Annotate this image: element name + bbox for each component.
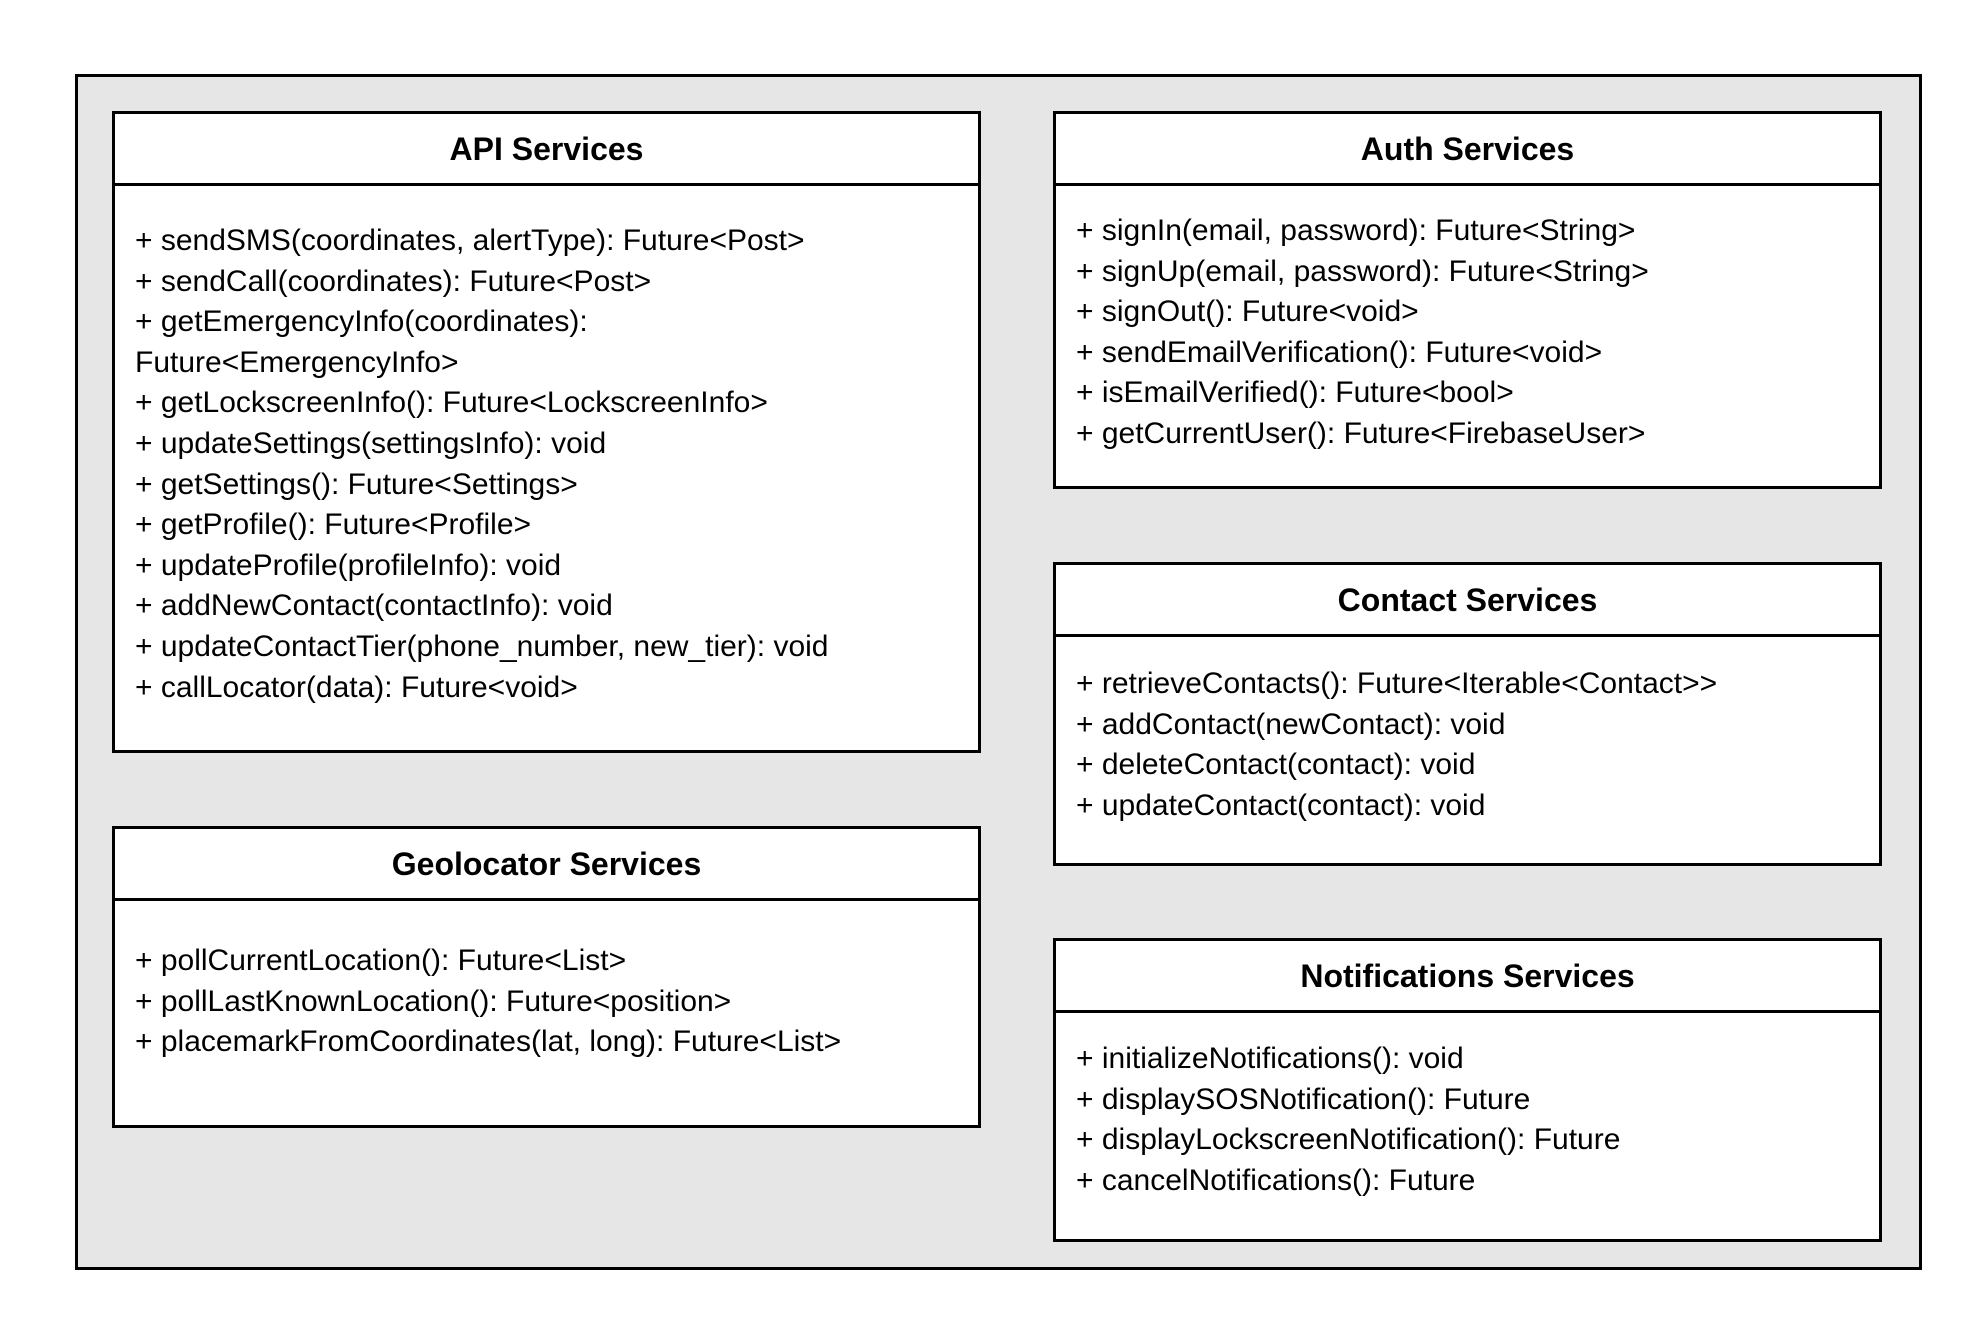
method-line: + sendCall(coordinates): Future<Post> [135,264,652,298]
method-line: + updateContact(contact): void [1076,788,1486,822]
method-line: + isEmailVerified(): Future<bool> [1076,376,1514,410]
contact-services-methods: + retrieveContacts(): Future<Iterable<Co… [1056,637,1879,826]
notifications-services-class: Notifications Services + initializeNotif… [1053,938,1882,1242]
method-line: + cancelNotifications(): Future [1076,1163,1476,1197]
method-line: + displaySOSNotification(): Future [1076,1082,1531,1116]
method-line: Future<EmergencyInfo> [135,345,459,379]
contact-services-title: Contact Services [1056,565,1879,637]
method-line: + pollCurrentLocation(): Future<List> [135,944,627,977]
api-services-title: API Services [115,114,978,186]
method-line: + getProfile(): Future<Profile> [135,508,532,542]
auth-services-title: Auth Services [1056,114,1879,186]
method-line: + retrieveContacts(): Future<Iterable<Co… [1076,667,1718,700]
method-line: + signIn(email, password): Future<String… [1076,214,1636,247]
method-line: + updateProfile(profileInfo): void [135,548,562,582]
method-line: + signUp(email, password): Future<String… [1076,254,1649,288]
method-line: + pollLastKnownLocation(): Future<positi… [135,984,732,1018]
method-line: + deleteContact(contact): void [1076,748,1476,782]
auth-services-class: Auth Services + signIn(email, password):… [1053,111,1882,489]
method-line: + initializeNotifications(): void [1076,1042,1464,1075]
api-services-methods: + sendSMS(coordinates, alertType): Futur… [115,186,978,708]
method-line: + getLockscreenInfo(): Future<Lockscreen… [135,386,768,420]
geolocator-services-title: Geolocator Services [115,829,978,901]
method-line: + getSettings(): Future<Settings> [135,467,578,501]
method-line: + updateContactTier(phone_number, new_ti… [135,629,829,663]
method-line: + placemarkFromCoordinates(lat, long): F… [135,1025,842,1059]
method-line: + sendEmailVerification(): Future<void> [1076,335,1603,369]
geolocator-services-class: Geolocator Services + pollCurrentLocatio… [112,826,981,1128]
method-line: + getEmergencyInfo(coordinates): [135,305,588,339]
contact-services-class: Contact Services + retrieveContacts(): F… [1053,562,1882,866]
method-line: + sendSMS(coordinates, alertType): Futur… [135,224,805,257]
method-line: + addNewContact(contactInfo): void [135,589,613,623]
geolocator-services-methods: + pollCurrentLocation(): Future<List> + … [115,901,978,1063]
auth-services-methods: + signIn(email, password): Future<String… [1056,186,1879,455]
notifications-services-methods: + initializeNotifications(): void + disp… [1056,1013,1879,1201]
method-line: + displayLockscreenNotification(): Futur… [1076,1123,1621,1157]
notifications-services-title: Notifications Services [1056,941,1879,1013]
method-line: + callLocator(data): Future<void> [135,670,578,704]
method-line: + getCurrentUser(): Future<FirebaseUser> [1076,416,1646,450]
method-line: + signOut(): Future<void> [1076,295,1419,329]
api-services-class: API Services + sendSMS(coordinates, aler… [112,111,981,753]
method-line: + addContact(newContact): void [1076,707,1506,741]
method-line: + updateSettings(settingsInfo): void [135,426,607,460]
